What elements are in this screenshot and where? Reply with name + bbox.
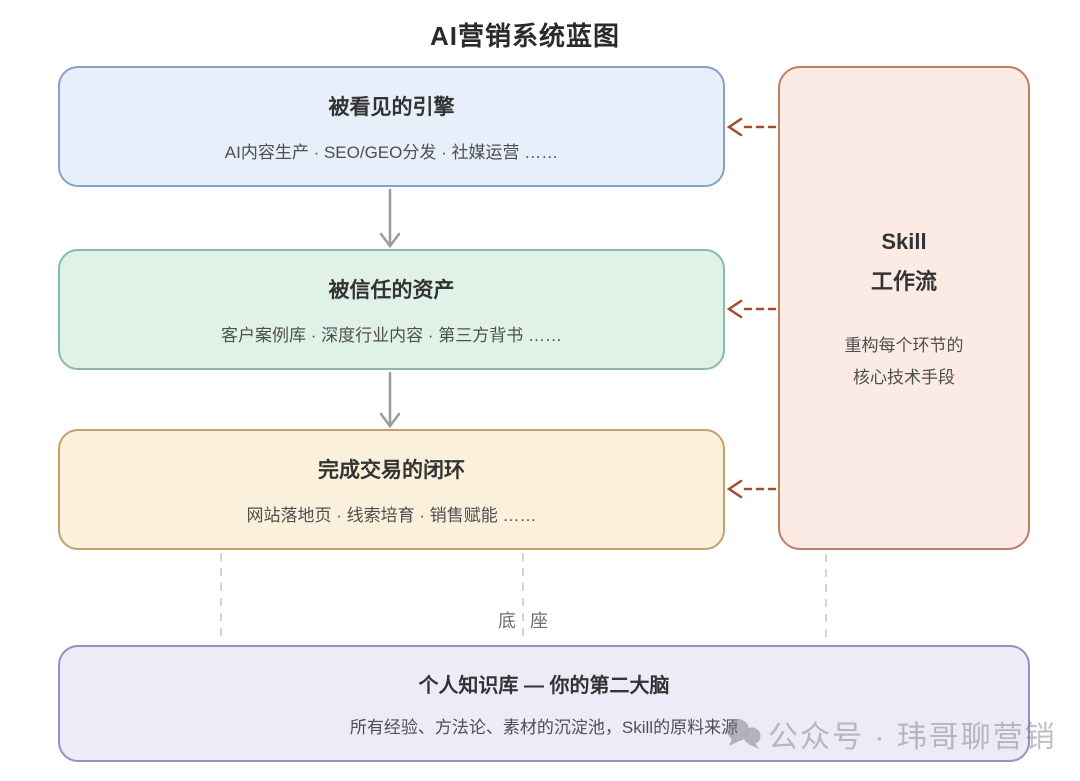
foundation-title: 个人知识库 — 你的第二大脑 bbox=[418, 675, 670, 697]
box-visibility-engine: 被看见的引擎 AI内容生产 · SEO/GEO分发 · 社媒运营 …… bbox=[58, 66, 725, 187]
skill-arrow-1 bbox=[726, 117, 777, 137]
flow-arrow-down-1 bbox=[379, 188, 401, 249]
watermark-text: 公众号 · 玮哥聊营销 bbox=[768, 721, 1057, 754]
box-subtitle: AI内容生产 · SEO/GEO分发 · 社媒运营 …… bbox=[224, 142, 559, 162]
box-subtitle: 客户案例库 · 深度行业内容 · 第三方背书 …… bbox=[221, 325, 562, 345]
base-label: 底座 bbox=[498, 611, 562, 631]
box-trusted-assets: 被信任的资产 客户案例库 · 深度行业内容 · 第三方背书 …… bbox=[58, 249, 725, 370]
skill-arrow-3 bbox=[726, 479, 777, 499]
box-title: 被信任的资产 bbox=[328, 278, 455, 302]
chat-bubbles-icon bbox=[727, 719, 761, 749]
box-deal-loop: 完成交易的闭环 网站落地页 · 线索培育 · 销售赋能 …… bbox=[58, 429, 725, 550]
box-title: 完成交易的闭环 bbox=[318, 458, 465, 482]
box-title: 被看见的引擎 bbox=[328, 95, 455, 119]
box-knowledge-base: 个人知识库 — 你的第二大脑 所有经验、方法论、素材的沉淀池，Skill的原料来… bbox=[58, 645, 1030, 762]
skill-desc-line1: 重构每个环节的 bbox=[844, 336, 964, 355]
foundation-subtitle: 所有经验、方法论、素材的沉淀池，Skill的原料来源 bbox=[349, 718, 739, 737]
skill-arrow-2 bbox=[726, 299, 777, 319]
skill-desc-line2: 核心技术手段 bbox=[853, 368, 955, 387]
page-title: AI营销系统蓝图 bbox=[429, 21, 620, 51]
box-subtitle: 网站落地页 · 线索培育 · 销售赋能 …… bbox=[246, 505, 537, 525]
skill-description: 重构每个环节的 核心技术手段 bbox=[845, 330, 964, 394]
flow-arrow-down-2 bbox=[379, 371, 401, 429]
box-skill-workflow: Skill 工作流 重构每个环节的 核心技术手段 bbox=[778, 66, 1030, 550]
skill-title-line2: 工作流 bbox=[870, 269, 937, 294]
watermark: 公众号 · 玮哥聊营销 bbox=[722, 712, 1057, 756]
skill-title-line1: Skill bbox=[881, 229, 927, 254]
skill-title: Skill 工作流 bbox=[871, 222, 937, 302]
